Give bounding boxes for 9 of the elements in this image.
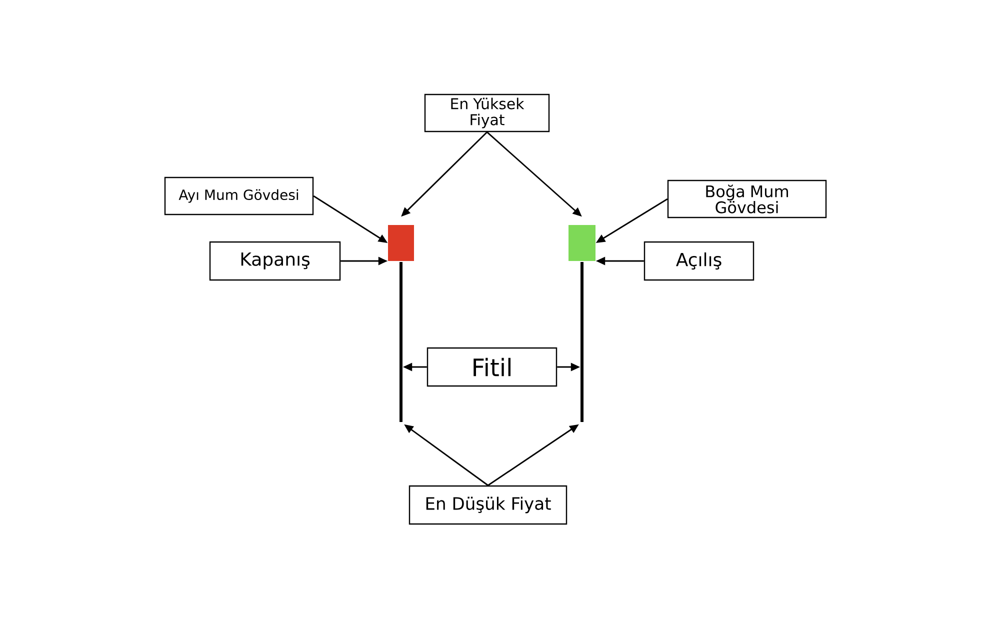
- label-box: Açılış: [644, 241, 754, 281]
- label-box: En Düşük Fiyat: [408, 485, 568, 525]
- body-box: [568, 225, 596, 261]
- label-box: Ayı Mum Gövdesi: [164, 176, 314, 216]
- body-box: [388, 225, 414, 261]
- label-box: Kapanış: [209, 241, 341, 281]
- label-box: Fitil: [426, 347, 558, 387]
- label-box: En Yüksek Fiyat: [424, 94, 550, 132]
- label-box: Boğa Mum Gövdesi: [667, 180, 827, 218]
